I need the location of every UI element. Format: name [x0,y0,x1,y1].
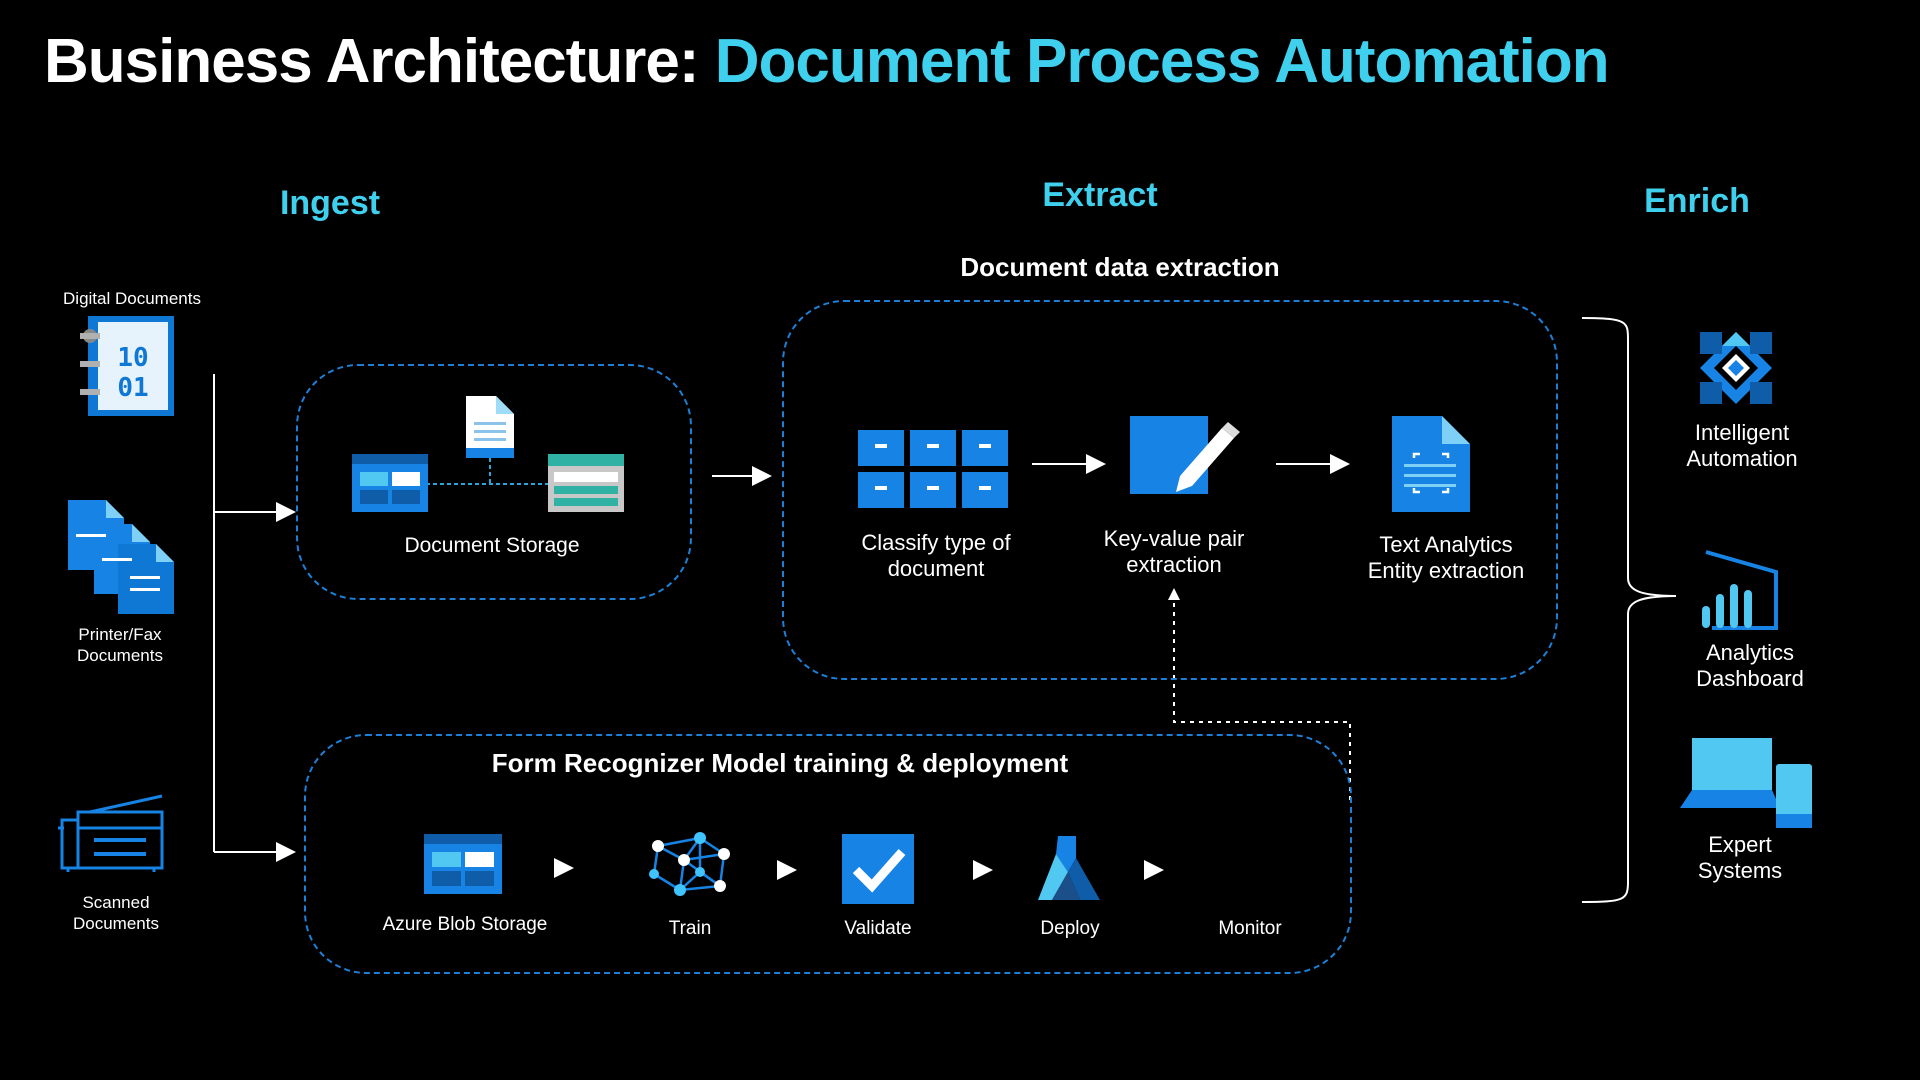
title-accent: Document Process Automation [714,27,1610,96]
text-document-icon [1392,416,1470,512]
key-value-label: Key-value pair extraction [1103,526,1245,578]
binary-document-icon: 10 01 [80,316,174,416]
training-step-blob-label: Azure Blob Storage [382,914,548,935]
document-storage-label: Document Storage [404,534,580,557]
training-step-train-label: Train [668,918,712,939]
document-icon [466,396,514,458]
extraction-heading: Document data extraction [960,252,1280,282]
checkmark-icon [842,834,914,904]
training-step-monitor-label: Monitor [1218,918,1282,939]
automation-diamond-icon [1700,332,1772,404]
power-bi-icon [1702,550,1778,630]
table-storage-icon [548,454,624,512]
training-heading: Form Recognizer Model training & deploym… [491,748,1069,778]
model-training-box [304,734,1352,974]
multiple-documents-icon [68,500,174,614]
training-step-deploy-label: Deploy [1040,918,1100,939]
text-analytics-label: Text Analytics Entity extraction [1367,532,1525,584]
pen-edit-icon [1130,416,1240,494]
blob-storage-icon [352,454,428,512]
scanner-icon [58,794,164,872]
laptop-devices-icon [1680,738,1812,828]
training-step-validate-label: Validate [844,918,912,939]
section-extract: Extract [1042,176,1158,214]
source-printer-label: Printer/Fax Documents [77,625,163,666]
output-automation-label: Intelligent Automation [1686,420,1798,472]
document-extraction-box [782,300,1558,680]
classify-label: Classify type of document [861,530,1011,582]
document-storage-box [296,364,692,600]
svg-text:10: 10 [117,343,148,373]
output-analytics-label: Analytics Dashboard [1696,640,1804,692]
section-enrich: Enrich [1644,182,1750,220]
output-expert-label: Expert Systems [1697,832,1783,884]
svg-text:01: 01 [117,373,148,403]
neural-network-icon [649,832,730,896]
source-digital-label: Digital Documents [63,289,201,308]
machine-learning-icon [1038,836,1100,900]
file-cabinet-icon [858,430,1008,508]
title-prefix: Business Architecture: [44,27,699,96]
source-scanned-label: Scanned Documents [73,893,159,934]
blob-storage-icon [424,834,502,894]
page-title: Business Architecture: Document Process … [44,26,1610,97]
section-ingest: Ingest [279,184,381,222]
document-storage-icons [352,396,624,512]
